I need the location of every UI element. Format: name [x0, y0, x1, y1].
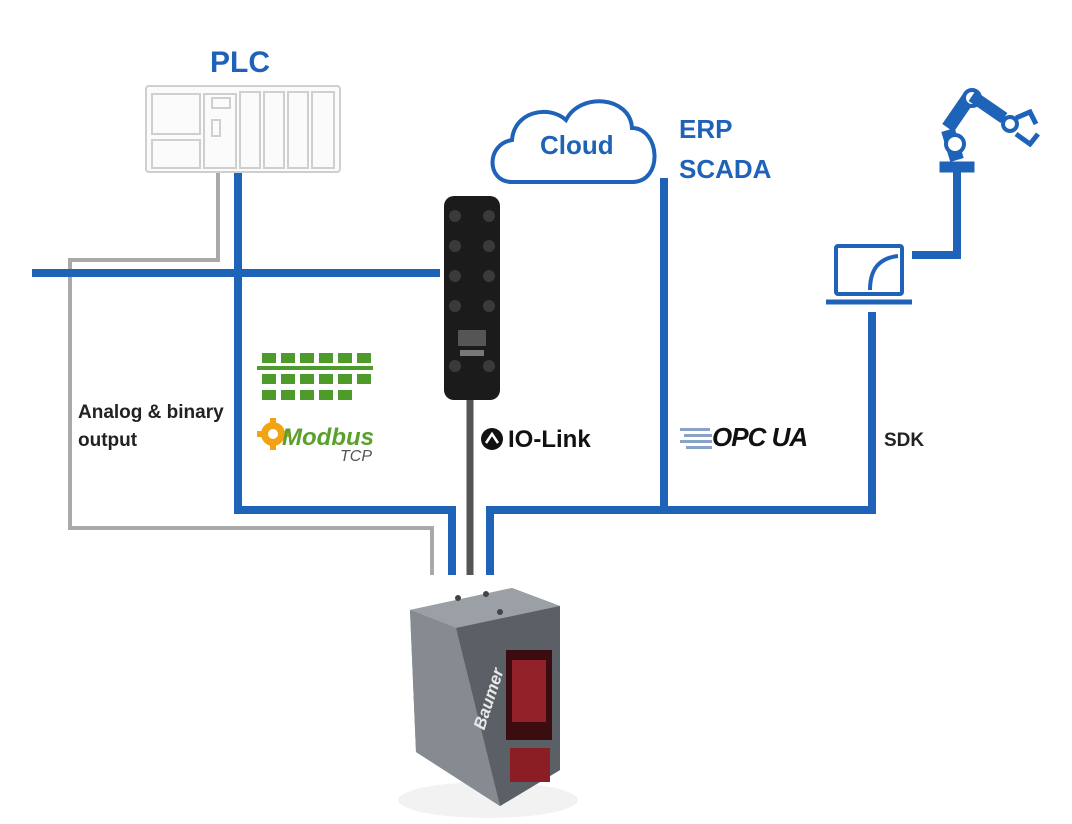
scada-label: SCADA [679, 154, 772, 184]
modbus-tcp-label: TCP [340, 448, 372, 465]
opc-ua-label: OPC UA [712, 422, 808, 452]
sdk-label: SDK [884, 430, 925, 451]
laser-sensor-icon [398, 588, 578, 818]
io-link-master-icon [444, 196, 500, 400]
io-link-logo-icon [481, 428, 503, 450]
erp-label: ERP [679, 114, 733, 144]
robot-line [912, 172, 961, 259]
modbus-gear-icon [257, 418, 289, 450]
analog-output-label-line2: output [78, 430, 138, 451]
plc-rack-icon [145, 85, 341, 173]
plc-ethernet-line [234, 170, 456, 575]
opc-ua-logo-icon [680, 428, 712, 449]
laptop-icon [826, 244, 912, 305]
cloud-label: Cloud [540, 130, 614, 160]
opcua-sdk-line [486, 312, 876, 575]
robot-arm-icon [939, 88, 1040, 173]
io-link-label: IO-Link [508, 426, 591, 453]
analog-output-label-line1: Analog & binary [78, 402, 224, 423]
cloud-icon [490, 99, 657, 184]
analog-output-line [68, 170, 434, 575]
plc-label: PLC [210, 46, 270, 79]
modbus-label: Modbus [282, 424, 374, 451]
profinet-logo-icon [257, 353, 373, 400]
